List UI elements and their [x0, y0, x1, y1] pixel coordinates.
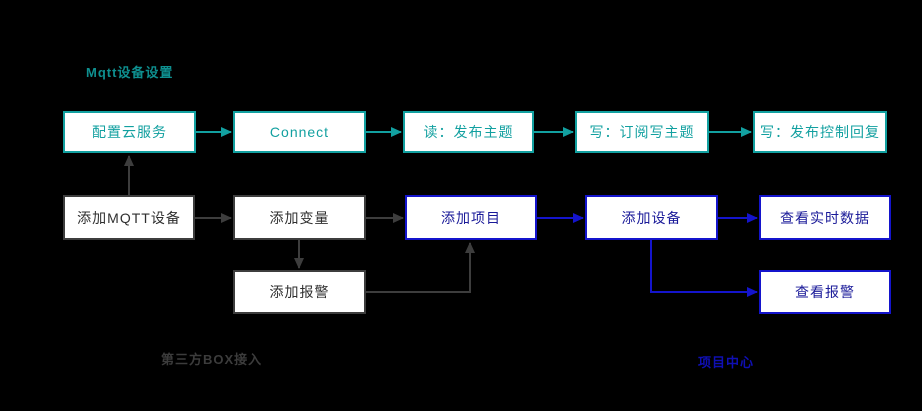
arrow-alarm-to-project	[366, 242, 475, 293]
node-add-alarm: 添加报警	[233, 270, 366, 314]
arrow-device-to-viewalarm	[650, 240, 758, 297]
group-label-project-center: 项目中心	[698, 355, 755, 370]
node-add-device: 添加设备	[585, 195, 718, 240]
diagram-title: Mqtt设备设置	[86, 65, 174, 80]
node-add-project: 添加项目	[405, 195, 537, 240]
node-connect: Connect	[233, 111, 366, 153]
node-add-variable: 添加变量	[233, 195, 366, 240]
node-write-publish-control-reply: 写：发布控制回复	[753, 111, 887, 153]
node-write-subscribe-topic: 写：订阅写主题	[575, 111, 709, 153]
node-view-alarm: 查看报警	[759, 270, 891, 314]
node-cloud-config: 配置云服务	[63, 111, 196, 153]
node-add-mqtt-device: 添加MQTT设备	[63, 195, 195, 240]
node-view-realtime-data: 查看实时数据	[759, 195, 891, 240]
node-read-publish-topic: 读：发布主题	[403, 111, 534, 153]
group-label-third-party-box: 第三方BOX接入	[161, 352, 263, 367]
